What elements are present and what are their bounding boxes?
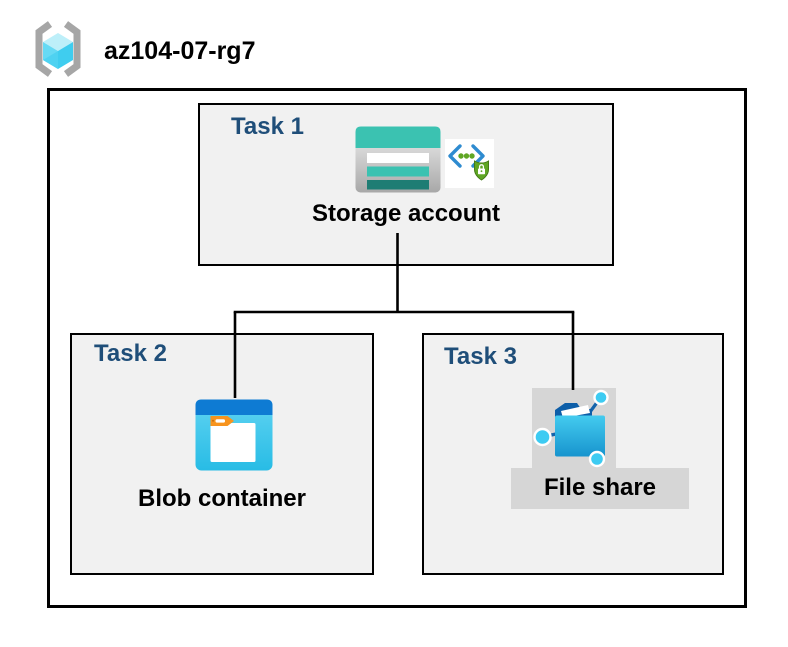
file-share-icon: [533, 389, 609, 468]
storage-account-icon: [355, 126, 441, 193]
sas-secured-icon: [445, 139, 494, 188]
task1-label: Task 1: [231, 113, 304, 140]
file-share-icon-highlight: [532, 388, 616, 468]
task1-box: Task 1 Storage account: [198, 103, 614, 266]
blob-container-icon: [195, 399, 273, 471]
storage-account-label: Storage account: [311, 200, 501, 227]
blob-container-label: Blob container: [137, 485, 306, 512]
file-share-label: File share: [543, 474, 657, 501]
task3-box: Task 3 File share: [422, 333, 724, 575]
resource-group-icon: [35, 21, 81, 77]
file-share-label-band: File share: [511, 468, 689, 509]
task3-label: Task 3: [444, 343, 517, 370]
task2-label: Task 2: [94, 340, 167, 367]
resource-group-header: az104-07-rg7: [0, 0, 788, 88]
task2-box: Task 2 Blob container: [70, 333, 374, 575]
resource-group-title: az104-07-rg7: [104, 37, 256, 65]
